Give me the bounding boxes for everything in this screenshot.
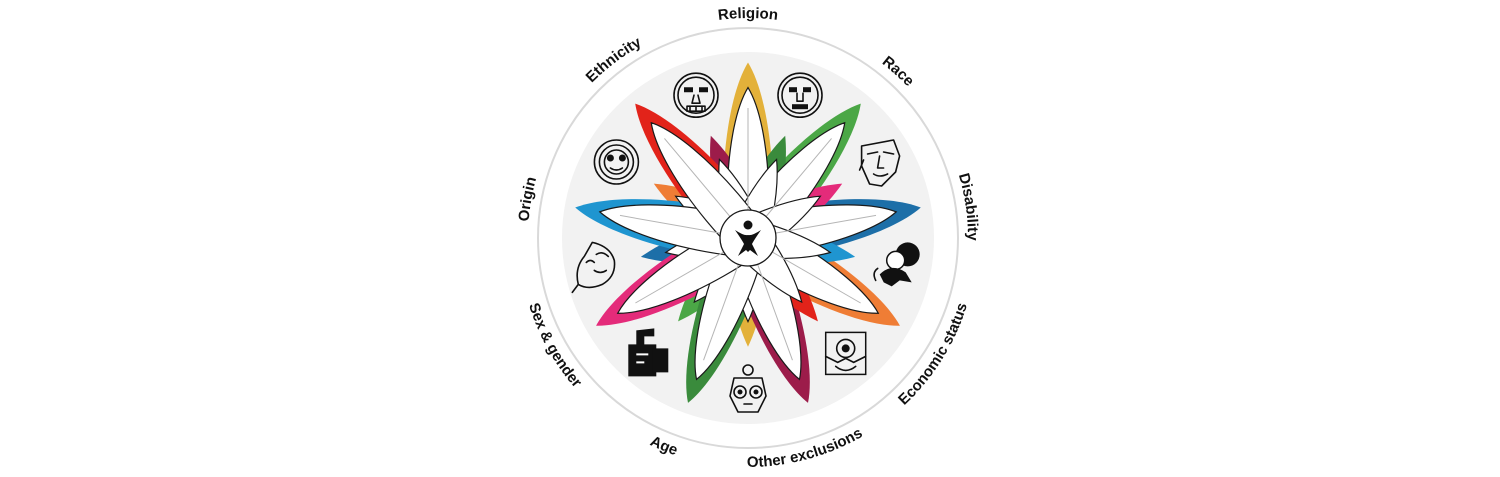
label-age: Age xyxy=(648,433,680,459)
disability-figure-icon xyxy=(873,242,920,287)
origin-mask-icon xyxy=(593,139,640,185)
label-text-age: Age xyxy=(648,433,680,459)
label-religion: Religion xyxy=(717,5,779,24)
other-exclusions-mask-icon xyxy=(729,364,767,413)
label-origin: Origin xyxy=(516,175,541,222)
label-text-religion: Religion xyxy=(717,5,779,24)
age-mask-icon xyxy=(628,328,669,377)
race-mask-icon xyxy=(858,139,901,187)
center-hub xyxy=(719,209,777,267)
label-text-origin: Origin xyxy=(516,175,541,222)
segment-icons xyxy=(571,72,920,413)
religion-mask-icon xyxy=(777,72,823,118)
person-figure-icon xyxy=(735,220,761,256)
sex-gender-mask-icon xyxy=(571,241,616,294)
economic-status-icon xyxy=(824,331,867,376)
ethnicity-mask-icon xyxy=(673,72,719,118)
